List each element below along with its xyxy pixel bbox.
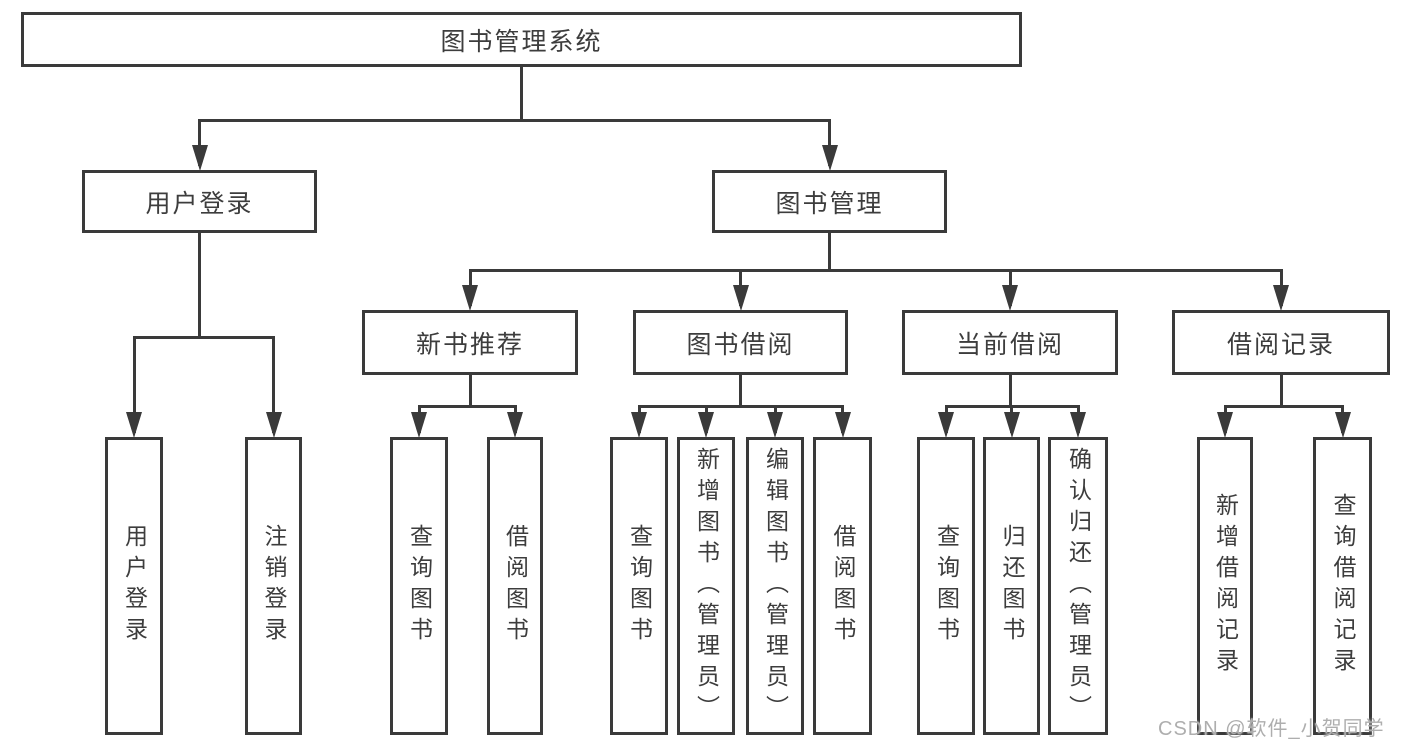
- node-label-current-borrow: 当前借阅: [955, 330, 1064, 359]
- node-borrow-records: 借阅记录: [1172, 310, 1390, 375]
- arrow-down-icon-leaf-user-login: [126, 412, 142, 438]
- node-leaf-query-record: 查询借阅记录: [1313, 437, 1372, 735]
- connector-stem-book-mgmt: [828, 233, 831, 270]
- arrow-down-icon-leaf-query-book-2: [631, 412, 647, 438]
- node-label-leaf-edit-book: 编辑图书（管理员）: [762, 446, 789, 726]
- connector-bus-book-borrow: [637, 404, 844, 408]
- arrow-down-icon-book-borrow: [732, 285, 749, 311]
- connector-stem-current-borrow: [1008, 375, 1012, 406]
- node-label-leaf-confirm-return: 确认归还（管理员）: [1065, 446, 1092, 726]
- node-label-leaf-query-book-1: 查询图书: [406, 524, 433, 648]
- connector-stem-new-book-rec: [468, 375, 472, 406]
- node-book-borrow: 图书借阅: [633, 310, 848, 375]
- node-label-leaf-borrow-book-2: 借阅图书: [830, 524, 856, 648]
- arrow-down-icon-leaf-query-book-3: [938, 412, 954, 438]
- arrow-down-icon-leaf-return-book: [1003, 412, 1020, 438]
- node-leaf-logout: 注销登录: [245, 437, 302, 735]
- node-label-leaf-add-record: 新增借阅记录: [1212, 493, 1239, 679]
- node-leaf-borrow-book-2: 借阅图书: [813, 437, 872, 735]
- node-label-leaf-user-login: 用户登录: [121, 524, 148, 648]
- connector-drop-user-login: [198, 120, 201, 166]
- node-label-new-book-rec: 新书推荐: [415, 330, 524, 359]
- connector-stem-user-login: [198, 233, 201, 337]
- node-leaf-user-login: 用户登录: [105, 437, 163, 735]
- node-leaf-add-record: 新增借阅记录: [1197, 437, 1253, 735]
- node-leaf-return-book: 归还图书: [983, 437, 1040, 735]
- arrow-down-icon-leaf-borrow-book-1: [507, 412, 523, 438]
- node-leaf-query-book-2: 查询图书: [610, 437, 668, 735]
- arrow-down-icon-borrow-records: [1273, 285, 1289, 311]
- node-label-leaf-query-record: 查询借阅记录: [1330, 493, 1356, 679]
- node-label-leaf-return-book: 归还图书: [999, 524, 1025, 648]
- arrow-down-icon-leaf-add-record: [1217, 412, 1233, 438]
- node-leaf-query-book-3: 查询图书: [917, 437, 975, 735]
- arrow-down-icon-leaf-logout: [265, 412, 282, 438]
- node-root: 图书管理系统: [21, 12, 1022, 67]
- arrow-down-icon-leaf-query-record: [1334, 412, 1351, 438]
- node-label-leaf-add-book: 新增图书（管理员）: [693, 446, 720, 726]
- node-label-leaf-query-book-2: 查询图书: [626, 524, 653, 648]
- node-leaf-borrow-book-1: 借阅图书: [487, 437, 543, 735]
- arrow-down-icon-leaf-add-book: [698, 412, 714, 438]
- node-label-leaf-query-book-3: 查询图书: [933, 524, 960, 648]
- connector-drop-book-mgmt: [828, 120, 831, 166]
- node-leaf-edit-book: 编辑图书（管理员）: [746, 437, 804, 735]
- node-label-root: 图书管理系统: [440, 27, 603, 56]
- arrow-down-icon-new-book-rec: [462, 285, 478, 311]
- arrow-down-icon-current-borrow: [1002, 285, 1018, 311]
- node-user-login: 用户登录: [82, 170, 317, 233]
- arrow-down-icon-user-login: [191, 145, 208, 171]
- node-label-book-borrow: 图书借阅: [686, 330, 795, 359]
- node-label-book-mgmt: 图书管理: [775, 189, 884, 218]
- node-label-leaf-borrow-book-1: 借阅图书: [502, 524, 529, 648]
- node-current-borrow: 当前借阅: [902, 310, 1118, 375]
- arrow-down-icon-leaf-borrow-book-2: [834, 412, 851, 438]
- connector-stem-borrow-records: [1279, 375, 1283, 406]
- connector-stem-book-borrow: [739, 375, 742, 406]
- node-label-user-login: 用户登录: [145, 189, 254, 218]
- arrow-down-icon-book-mgmt: [821, 145, 838, 171]
- connector-drop-leaf-logout: [272, 337, 275, 433]
- connector-bus-borrow-records: [1223, 404, 1344, 408]
- node-label-leaf-logout: 注销登录: [261, 524, 287, 648]
- arrow-down-icon-leaf-edit-book: [767, 412, 783, 438]
- node-new-book-rec: 新书推荐: [362, 310, 578, 375]
- node-label-borrow-records: 借阅记录: [1226, 330, 1335, 359]
- connector-bus-user-login: [132, 335, 275, 339]
- arrow-down-icon-leaf-confirm-return: [1070, 412, 1086, 438]
- arrow-down-icon-leaf-query-book-1: [411, 412, 427, 438]
- connector-stem-root: [520, 67, 523, 120]
- node-leaf-add-book: 新增图书（管理员）: [677, 437, 735, 735]
- node-leaf-query-book-1: 查询图书: [390, 437, 448, 735]
- connector-bus-book-mgmt: [468, 268, 1283, 272]
- connector-bus-new-book-rec: [417, 404, 517, 408]
- node-book-mgmt: 图书管理: [712, 170, 947, 233]
- connector-bus-root: [198, 118, 831, 122]
- csdn-watermark: CSDN @软件_小贺同学: [1158, 718, 1385, 740]
- node-leaf-confirm-return: 确认归还（管理员）: [1048, 437, 1108, 735]
- connector-drop-leaf-user-login: [132, 337, 136, 433]
